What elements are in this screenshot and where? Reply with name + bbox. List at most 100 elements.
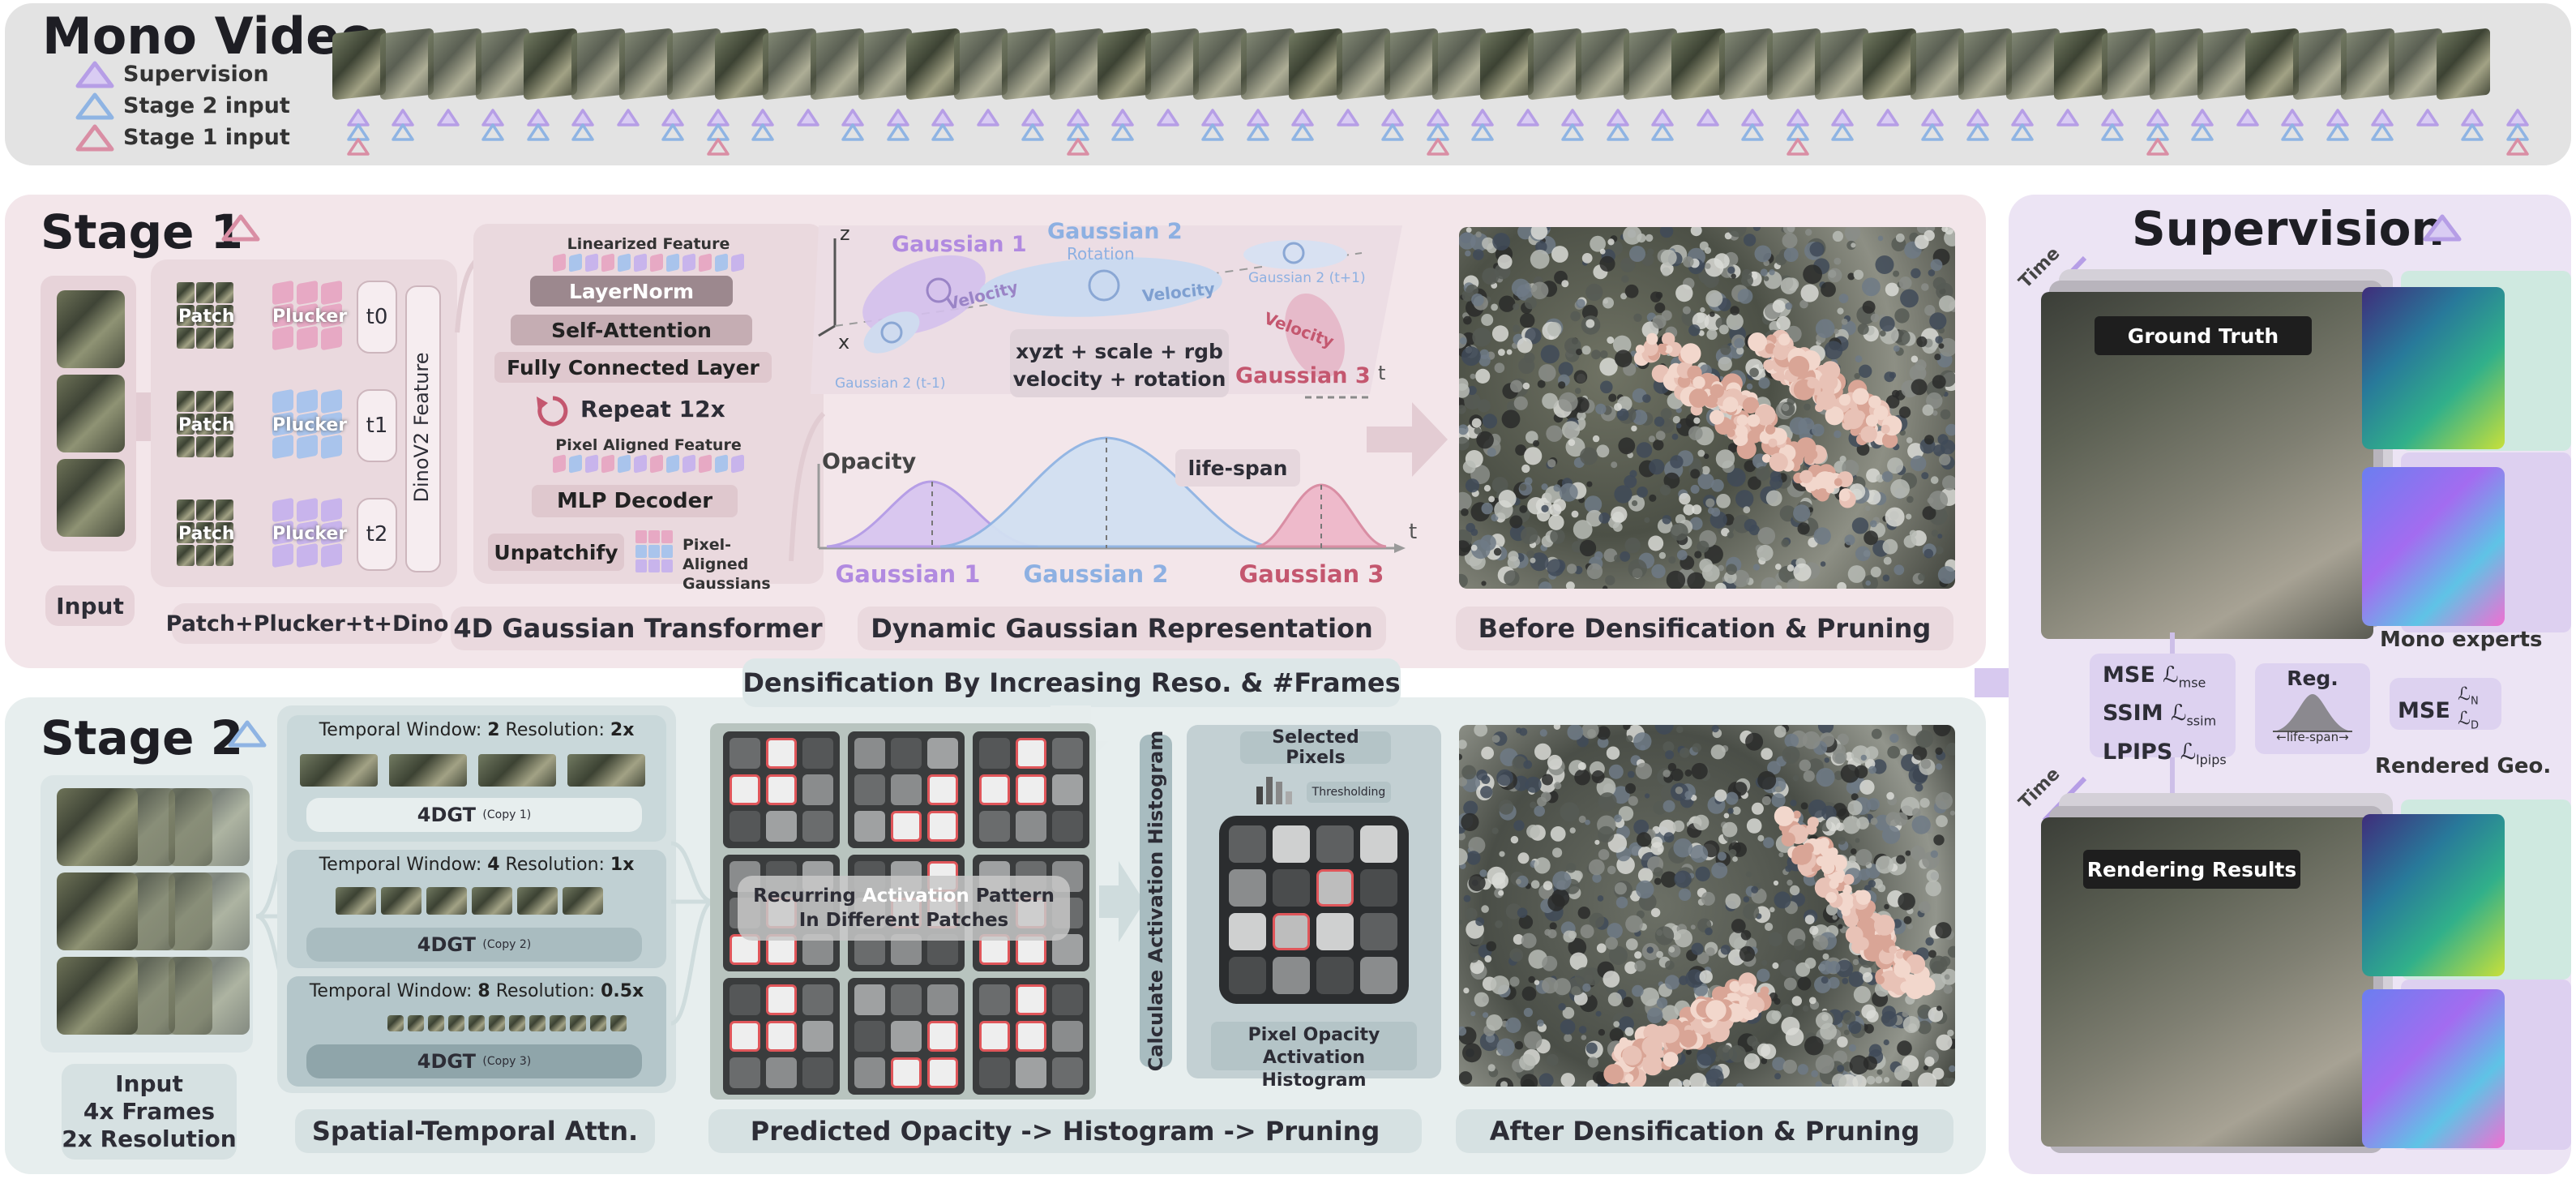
marker-triangle-icon — [1561, 123, 1584, 141]
marker-triangle-icon — [2461, 109, 2484, 126]
video-frame — [1432, 28, 1486, 101]
marker-triangle-icon — [1517, 109, 1539, 126]
marker-triangle-icon — [392, 109, 414, 126]
marker-triangle-icon — [2101, 123, 2124, 141]
svg-text:x: x — [838, 331, 849, 354]
after-densification-render — [1459, 725, 1955, 1087]
activation-cell — [766, 774, 797, 805]
svg-text:Gaussian 2: Gaussian 2 — [1024, 560, 1169, 588]
video-frame — [1958, 28, 2012, 101]
svg-text:Gaussian 2 (t+1): Gaussian 2 (t+1) — [1248, 270, 1366, 286]
marker-triangle-icon — [1427, 123, 1449, 141]
stage2-input-frame — [57, 788, 138, 866]
dino-feature-label: DinoV2 Feature — [410, 352, 433, 503]
activation-cell — [1016, 984, 1046, 1015]
patch-tile — [196, 328, 214, 349]
feature-token — [601, 253, 614, 272]
supervision-triangle-icon — [2423, 214, 2462, 242]
linearized-feature-label: Linearized Feature — [567, 235, 730, 253]
gaussian-cube — [635, 530, 647, 543]
marker-triangle-icon — [1381, 109, 1404, 126]
histogram-cell — [1316, 913, 1354, 950]
marker-triangle-icon — [1607, 123, 1629, 141]
svg-text:Gaussian 3: Gaussian 3 — [1235, 363, 1371, 388]
before-densification-render — [1459, 227, 1955, 589]
video-frame — [2245, 28, 2299, 101]
svg-text:z: z — [840, 222, 850, 245]
stage1-input-label: Input — [45, 585, 135, 626]
patch-tile — [196, 436, 214, 457]
feature-token — [683, 253, 695, 272]
plucker-tile — [272, 388, 293, 414]
video-frame — [1815, 28, 1868, 101]
activation-cell — [730, 1021, 760, 1052]
rgb-loss-box — [2090, 654, 2236, 757]
frame-markers — [347, 109, 2529, 156]
marker-triangle-icon — [1471, 123, 1494, 141]
marker-triangle-icon — [1201, 109, 1224, 126]
video-frame — [1767, 28, 1821, 101]
time-label-t0: t0 — [357, 281, 397, 354]
marker-triangle-icon — [527, 109, 550, 126]
feature-token — [618, 454, 631, 474]
marker-triangle-icon — [1427, 109, 1449, 126]
activation-cell — [1016, 1057, 1046, 1088]
marker-triangle-icon — [707, 123, 730, 141]
marker-triangle-icon — [347, 109, 370, 126]
marker-triangle-icon — [2416, 109, 2439, 126]
video-frame — [2341, 28, 2394, 101]
histogram-cell — [1273, 957, 1310, 994]
4dgt-copy-3: 4DGT (Copy 3) — [306, 1044, 642, 1078]
window-1-title: Temporal Window: 2 Resolution: 2x — [319, 720, 635, 740]
loss-mse: MSE ℒmse SSIM ℒssim LPIPS ℒlpips — [2103, 662, 2227, 768]
marker-triangle-icon — [347, 138, 370, 156]
video-frame — [2150, 28, 2203, 101]
marker-triangle-icon — [1247, 123, 1269, 141]
histogram-cell — [1360, 869, 1397, 907]
plucker-tile — [272, 542, 293, 568]
plucker-tile — [272, 497, 293, 523]
activation-cell — [1016, 774, 1046, 805]
marker-triangle-icon — [1966, 109, 1989, 126]
video-frame — [954, 28, 1008, 101]
marker-triangle-icon — [2236, 109, 2259, 126]
activation-cell — [730, 811, 760, 842]
feature-token — [618, 253, 631, 272]
rendered-normal-map — [2362, 989, 2505, 1148]
patch-label: Patch — [178, 307, 235, 327]
marker-triangle-icon — [1471, 109, 1494, 126]
patch-tile — [177, 545, 195, 566]
marker-triangle-icon — [2101, 109, 2124, 126]
video-frame — [858, 28, 912, 101]
video-frame — [1911, 28, 1964, 101]
activation-cell — [766, 738, 797, 769]
activation-cell — [1016, 1021, 1046, 1052]
mono-normal-map — [2362, 467, 2505, 626]
fully-connected-block: Fully Connected Layer — [494, 352, 772, 383]
activation-cell — [927, 738, 958, 769]
marker-triangle-icon — [887, 123, 909, 141]
feature-token — [553, 454, 566, 474]
feature-token — [650, 253, 663, 272]
marker-triangle-icon — [2191, 109, 2214, 126]
plucker-tile — [297, 280, 318, 306]
marker-triangle-icon — [1741, 109, 1764, 126]
marker-triangle-icon — [1921, 109, 1944, 126]
video-frame — [1050, 28, 1103, 101]
stage1-triangle-icon — [221, 214, 260, 242]
stage1-title: Stage 1 — [41, 204, 244, 259]
calc-histogram-label: Calculate Activation Histogram — [1145, 730, 1167, 1072]
activation-cell — [730, 1057, 760, 1088]
video-frame — [811, 28, 864, 101]
activation-cell — [802, 1057, 833, 1088]
merge-arrows-icon — [670, 841, 714, 1026]
marker-triangle-icon — [2011, 109, 2034, 126]
patch-tile — [177, 414, 195, 435]
video-frame — [1289, 28, 1342, 101]
feature-token — [634, 253, 647, 272]
patch-tile — [196, 545, 214, 566]
gaussian-cube — [661, 530, 673, 543]
feature-token — [699, 454, 712, 474]
video-frame — [763, 28, 816, 101]
pixel-aligned-feature-label: Pixel Aligned Feature — [555, 436, 742, 454]
